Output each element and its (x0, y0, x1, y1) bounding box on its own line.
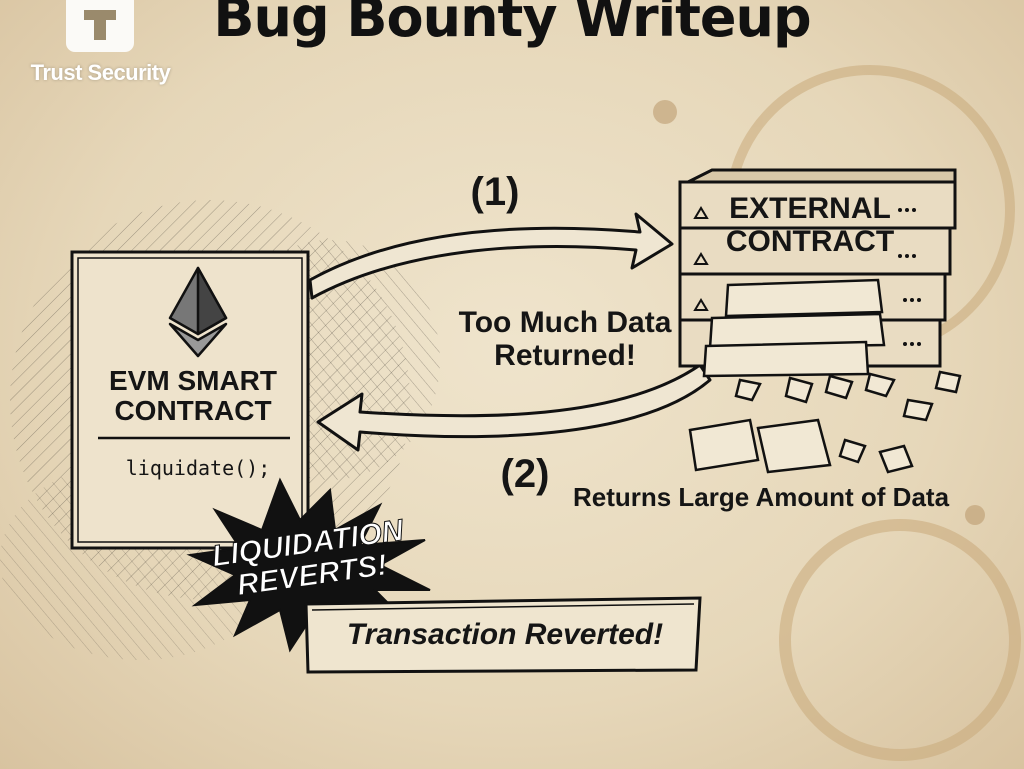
too-much-data-line1: Too Much Data (458, 306, 672, 339)
returns-large-data-label: Returns Large Amount of Data (572, 482, 950, 512)
page-title: Bug Bounty Writeup (213, 0, 811, 49)
logo-t-icon (84, 10, 116, 40)
too-much-data-line2: Returned! (494, 339, 636, 372)
paper-pile-icon (688, 278, 962, 474)
step-2-label: (2) (500, 452, 550, 496)
server-stack-icon (678, 168, 957, 368)
arrow-return (316, 363, 712, 452)
arrow-call (308, 212, 674, 300)
liquidate-code: liquidate(); (125, 456, 271, 480)
logo-text: Trust Security (30, 60, 171, 85)
external-title-line1: EXTERNAL (729, 192, 891, 225)
evm-title-line1: EVM SMART (109, 365, 277, 396)
step-1-label: (1) (470, 170, 520, 214)
evm-contract-title: EVM SMART CONTRACT (78, 366, 308, 426)
trust-security-logo (66, 0, 134, 52)
external-title-line2: CONTRACT (725, 225, 895, 258)
external-contract-title: EXTERNAL CONTRACT (690, 192, 930, 258)
banner-box (304, 596, 702, 674)
evm-title-line2: CONTRACT (114, 395, 272, 426)
ethereum-icon (168, 266, 228, 358)
too-much-data-label: Too Much Data Returned! (440, 306, 690, 372)
transaction-reverted-banner: Transaction Reverted! (346, 618, 664, 651)
